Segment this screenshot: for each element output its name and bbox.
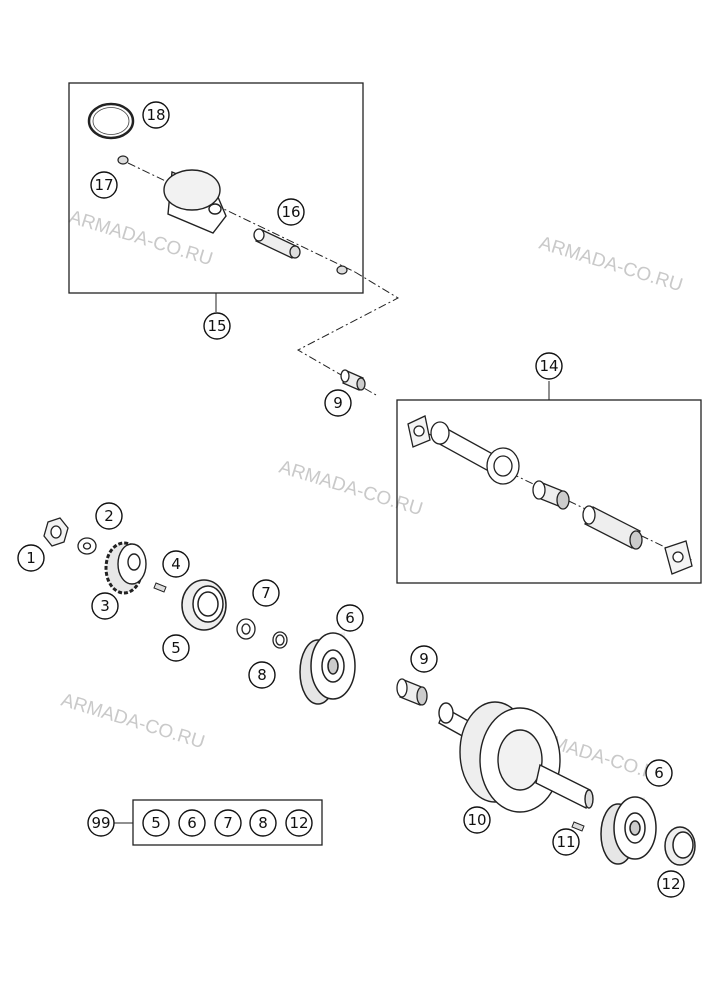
circlip-2 <box>336 265 348 275</box>
callout-8-text: 8 <box>257 666 267 684</box>
kit-item-text: 8 <box>258 814 268 832</box>
callout-11: 11 <box>552 828 580 856</box>
callout-9-bottom-text: 9 <box>419 650 429 668</box>
kit-item: 12 <box>285 809 313 837</box>
woodruff-key <box>153 582 167 593</box>
callout-5-text: 5 <box>171 639 181 657</box>
callout-2: 2 <box>95 502 123 530</box>
callout-10-text: 10 <box>467 811 486 829</box>
kit-item-text: 5 <box>151 814 161 832</box>
kit-item: 6 <box>178 809 206 837</box>
woodruff-key-2 <box>571 821 585 832</box>
watermark-3: ARMADA-CO.RU <box>277 457 425 521</box>
main-bearing-left <box>299 632 356 705</box>
watermark-4: ARMADA-CO.RU <box>59 690 207 754</box>
crank-pin <box>582 505 643 550</box>
kit-99-box <box>132 799 323 846</box>
piston-ring <box>87 102 135 140</box>
kit-99-contents: 5 6 7 8 12 <box>142 809 313 837</box>
big-end-bearing <box>532 480 570 510</box>
callout-5: 5 <box>162 634 190 662</box>
kit-item: 7 <box>214 809 242 837</box>
kit-item: 8 <box>249 809 277 837</box>
callouts: 18 17 16 15 14 9 1 2 3 4 5 7 8 6 9 6 10 … <box>17 101 685 898</box>
shaft-seal <box>181 579 227 631</box>
callout-14-text: 14 <box>539 357 558 375</box>
callout-7: 7 <box>252 579 280 607</box>
kit-item: 5 <box>142 809 170 837</box>
shim-ring <box>272 631 288 649</box>
callout-6-right-text: 6 <box>654 764 664 782</box>
kit-item-text: 7 <box>223 814 233 832</box>
primary-gear <box>104 541 147 595</box>
callout-9-top-text: 9 <box>333 394 343 412</box>
shim-washer <box>236 618 256 640</box>
callout-14: 14 <box>535 352 563 380</box>
callout-16: 16 <box>277 198 305 226</box>
circlip <box>117 155 129 165</box>
callout-7-text: 7 <box>261 584 271 602</box>
callout-2-text: 2 <box>104 507 114 525</box>
callout-15: 15 <box>203 312 231 340</box>
callout-6-right: 6 <box>645 759 673 787</box>
callout-11-text: 11 <box>556 833 575 851</box>
callout-17-text: 17 <box>94 176 113 194</box>
kit-item-text: 12 <box>289 814 308 832</box>
main-bearing-right <box>600 796 657 865</box>
conrod-kit-parts <box>407 415 693 575</box>
callout-6-left-text: 6 <box>345 609 355 627</box>
shaft-seal-right <box>664 826 696 866</box>
callout-18-text: 18 <box>146 106 165 124</box>
callout-15-text: 15 <box>207 317 226 335</box>
callout-99-text: 99 <box>91 814 110 832</box>
callout-12-text: 12 <box>661 875 680 893</box>
callout-1: 1 <box>17 544 45 572</box>
callout-99: 99 <box>87 809 115 837</box>
callout-12: 12 <box>657 870 685 898</box>
callout-6-left: 6 <box>336 604 364 632</box>
piston-pin <box>253 228 301 259</box>
callout-10: 10 <box>463 806 491 834</box>
needle-bearing-lower <box>396 678 428 706</box>
callout-16-text: 16 <box>281 203 300 221</box>
callout-8: 8 <box>248 661 276 689</box>
callout-3: 3 <box>91 592 119 620</box>
crank-nut <box>43 517 69 547</box>
callout-3-text: 3 <box>100 597 110 615</box>
callout-18: 18 <box>142 101 170 129</box>
crankshaft <box>438 701 594 813</box>
kit-item-text: 6 <box>187 814 197 832</box>
callout-4: 4 <box>162 550 190 578</box>
watermark-2: ARMADA-CO.RU <box>537 233 685 297</box>
callout-9-bottom: 9 <box>410 645 438 673</box>
callout-4-text: 4 <box>171 555 181 573</box>
watermarks: ARMADA-CO.RU ARMADA-CO.RU ARMADA-CO.RU A… <box>59 207 685 789</box>
washer <box>77 537 97 555</box>
connecting-rod <box>430 421 520 485</box>
callout-17: 17 <box>90 171 118 199</box>
callout-9-top: 9 <box>324 389 352 417</box>
callout-1-text: 1 <box>26 549 36 567</box>
needle-bearing <box>340 369 366 391</box>
piston <box>163 169 227 234</box>
